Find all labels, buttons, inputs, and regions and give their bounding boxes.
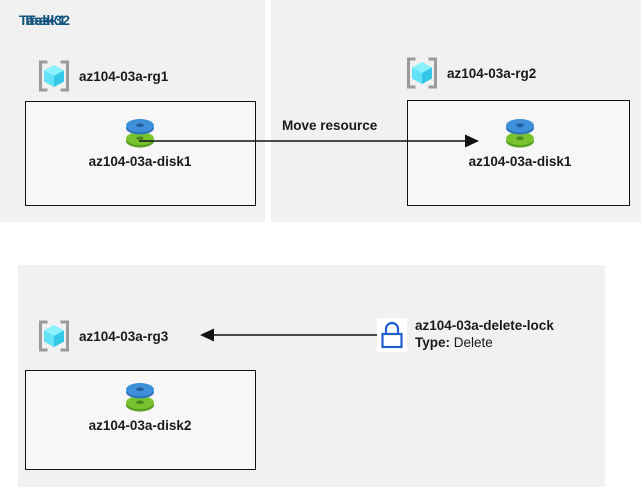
resource-group-icon <box>407 57 437 89</box>
resource-box-task-2 <box>407 100 630 206</box>
resource-label-task-2: az104-03a-disk1 <box>468 154 572 169</box>
connector-label-move-resource: Move resource <box>282 118 378 133</box>
resource-group-label-task-2: az104-03a-rg2 <box>447 65 537 81</box>
resource-group-icon <box>39 320 69 352</box>
resource-group-icon <box>39 60 69 92</box>
managed-disk-icon <box>126 383 154 412</box>
connector-lock-arrow <box>200 328 380 342</box>
resource-label-task-3: az104-03a-disk2 <box>88 418 192 433</box>
resource-task-2: az104-03a-disk1 <box>440 114 600 169</box>
resource-group-task-1: az104-03a-rg1 <box>36 58 168 94</box>
lock-type-row: Type: Delete <box>415 335 554 352</box>
managed-disk-icon <box>126 119 154 148</box>
resource-group-label-task-1: az104-03a-rg1 <box>79 68 169 84</box>
lock-name: az104-03a-delete-lock <box>415 318 554 333</box>
resource-group-label-task-3: az104-03a-rg3 <box>79 328 169 344</box>
panel-title-task-1: Task 1 <box>23 12 67 28</box>
lock-text-block: az104-03a-delete-lock Type: Delete <box>415 318 554 352</box>
lock-type-label: Type: <box>415 334 451 350</box>
resource-group-task-2: az104-03a-rg2 <box>404 55 536 91</box>
resource-label-task-1: az104-03a-disk1 <box>88 154 192 169</box>
resource-box-task-1 <box>25 101 256 206</box>
panel-title-task-3: Task 3 <box>19 12 63 28</box>
managed-disk-icon <box>506 119 534 148</box>
resource-task-1: az104-03a-disk1 <box>60 114 220 169</box>
connector-move-resource-arrow <box>139 134 479 148</box>
resource-task-3: az104-03a-disk2 <box>60 378 220 433</box>
panel-title-task-2: Task 2 <box>27 12 71 28</box>
lock-type-value: Delete <box>453 334 493 350</box>
resource-group-task-3: az104-03a-rg3 <box>36 318 168 354</box>
resource-lock-task-3: az104-03a-delete-lock Type: Delete <box>377 318 554 352</box>
lock-icon <box>377 318 407 352</box>
